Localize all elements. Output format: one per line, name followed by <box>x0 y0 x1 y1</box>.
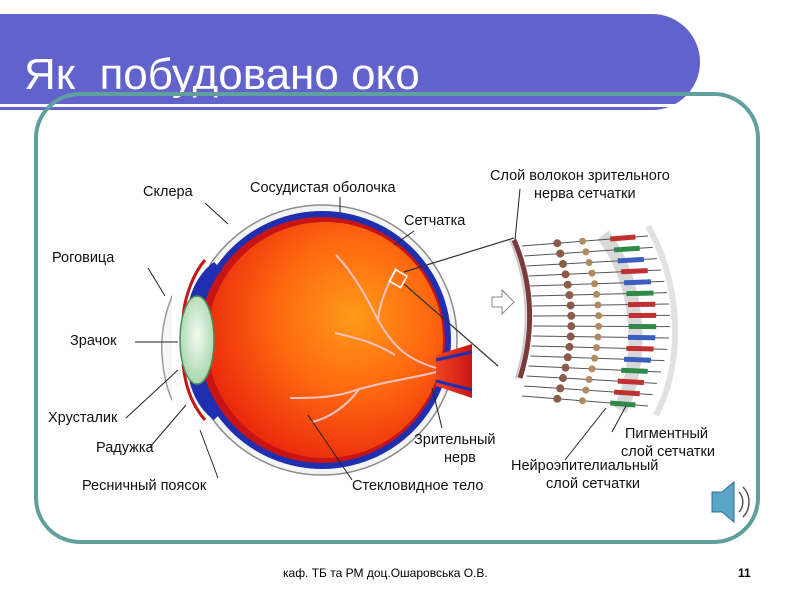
retina-cell-body <box>593 291 600 298</box>
photoreceptor <box>618 259 644 260</box>
label-choroid: Сосудистая оболочка <box>250 180 396 196</box>
retina-cell-body <box>582 248 589 255</box>
retina-cell-body <box>562 270 570 278</box>
label-pigment-1: Пигментный <box>625 426 708 442</box>
retina-cells <box>522 236 670 406</box>
retina-cell-body <box>591 355 598 362</box>
photoreceptor <box>610 237 635 239</box>
retina-cell-body <box>579 238 586 245</box>
label-nerve-fiber-1: Слой волокон зрительного <box>490 168 670 184</box>
retina-cell-body <box>553 239 561 247</box>
retina-cell-body <box>582 387 589 394</box>
retina-cell-body <box>565 291 573 299</box>
retina-cell-body <box>595 323 602 330</box>
retina-cross-section <box>492 226 675 415</box>
photoreceptor <box>621 370 647 371</box>
photoreceptor <box>624 359 651 360</box>
retina-cell-body <box>589 270 596 277</box>
retina-cell-body <box>589 365 596 372</box>
photoreceptor <box>626 348 653 349</box>
photoreceptor <box>614 248 640 250</box>
retina-cell-body <box>564 353 572 361</box>
retina-cell-body <box>562 364 570 372</box>
vitreous-body <box>207 222 443 458</box>
retina-cell-body <box>586 376 593 383</box>
light-arrow <box>492 290 514 314</box>
retina-cell-body <box>553 395 561 403</box>
retina-cell-body <box>556 250 564 258</box>
label-vitreous: Стекловидное тело <box>352 478 483 494</box>
retina-cell-body <box>556 384 564 392</box>
label-lens: Хрусталик <box>48 410 117 426</box>
retina-cell-body <box>591 280 598 287</box>
photoreceptor <box>624 282 651 283</box>
label-cornea: Роговица <box>52 250 114 266</box>
photoreceptor <box>614 392 640 394</box>
retina-cell-body <box>559 374 567 382</box>
label-ciliary: Ресничный поясок <box>82 478 206 494</box>
label-optic-nerve-1: Зрительный <box>414 432 496 448</box>
retina-cell-body <box>567 301 575 309</box>
label-iris: Радужка <box>96 440 154 456</box>
photoreceptor <box>626 293 653 294</box>
label-retina: Сетчатка <box>404 213 465 229</box>
retina-cell-body <box>567 322 575 330</box>
retina-cell-body <box>595 312 602 319</box>
retina-cell-body <box>594 302 601 309</box>
retina-cell-body <box>586 259 593 266</box>
label-nerve-fiber-2: нерва сетчатки <box>534 186 636 202</box>
retina-cell-body <box>579 397 586 404</box>
label-neuro-1: Нейроэпителиальный <box>511 458 658 474</box>
photoreceptor <box>618 381 644 382</box>
retina-cell-body <box>564 281 572 289</box>
photoreceptor <box>610 403 635 405</box>
retina-cell-body <box>567 333 575 341</box>
label-pupil: Зрачок <box>70 333 117 349</box>
footer-text: каф. ТБ та РМ доц.Ошаровська О.В. <box>283 566 488 580</box>
retina-cell-body <box>594 333 601 340</box>
label-neuro-2: слой сетчатки <box>546 476 640 492</box>
page-number: 11 <box>738 566 751 580</box>
retina-cell-body <box>559 260 567 268</box>
retina-cell-body <box>593 344 600 351</box>
retina-cell-body <box>567 312 575 320</box>
label-sclera: Склера <box>143 184 193 200</box>
lens <box>180 296 214 384</box>
label-optic-nerve-2: нерв <box>444 450 476 466</box>
photoreceptor <box>621 271 647 272</box>
retina-cell-body <box>565 343 573 351</box>
